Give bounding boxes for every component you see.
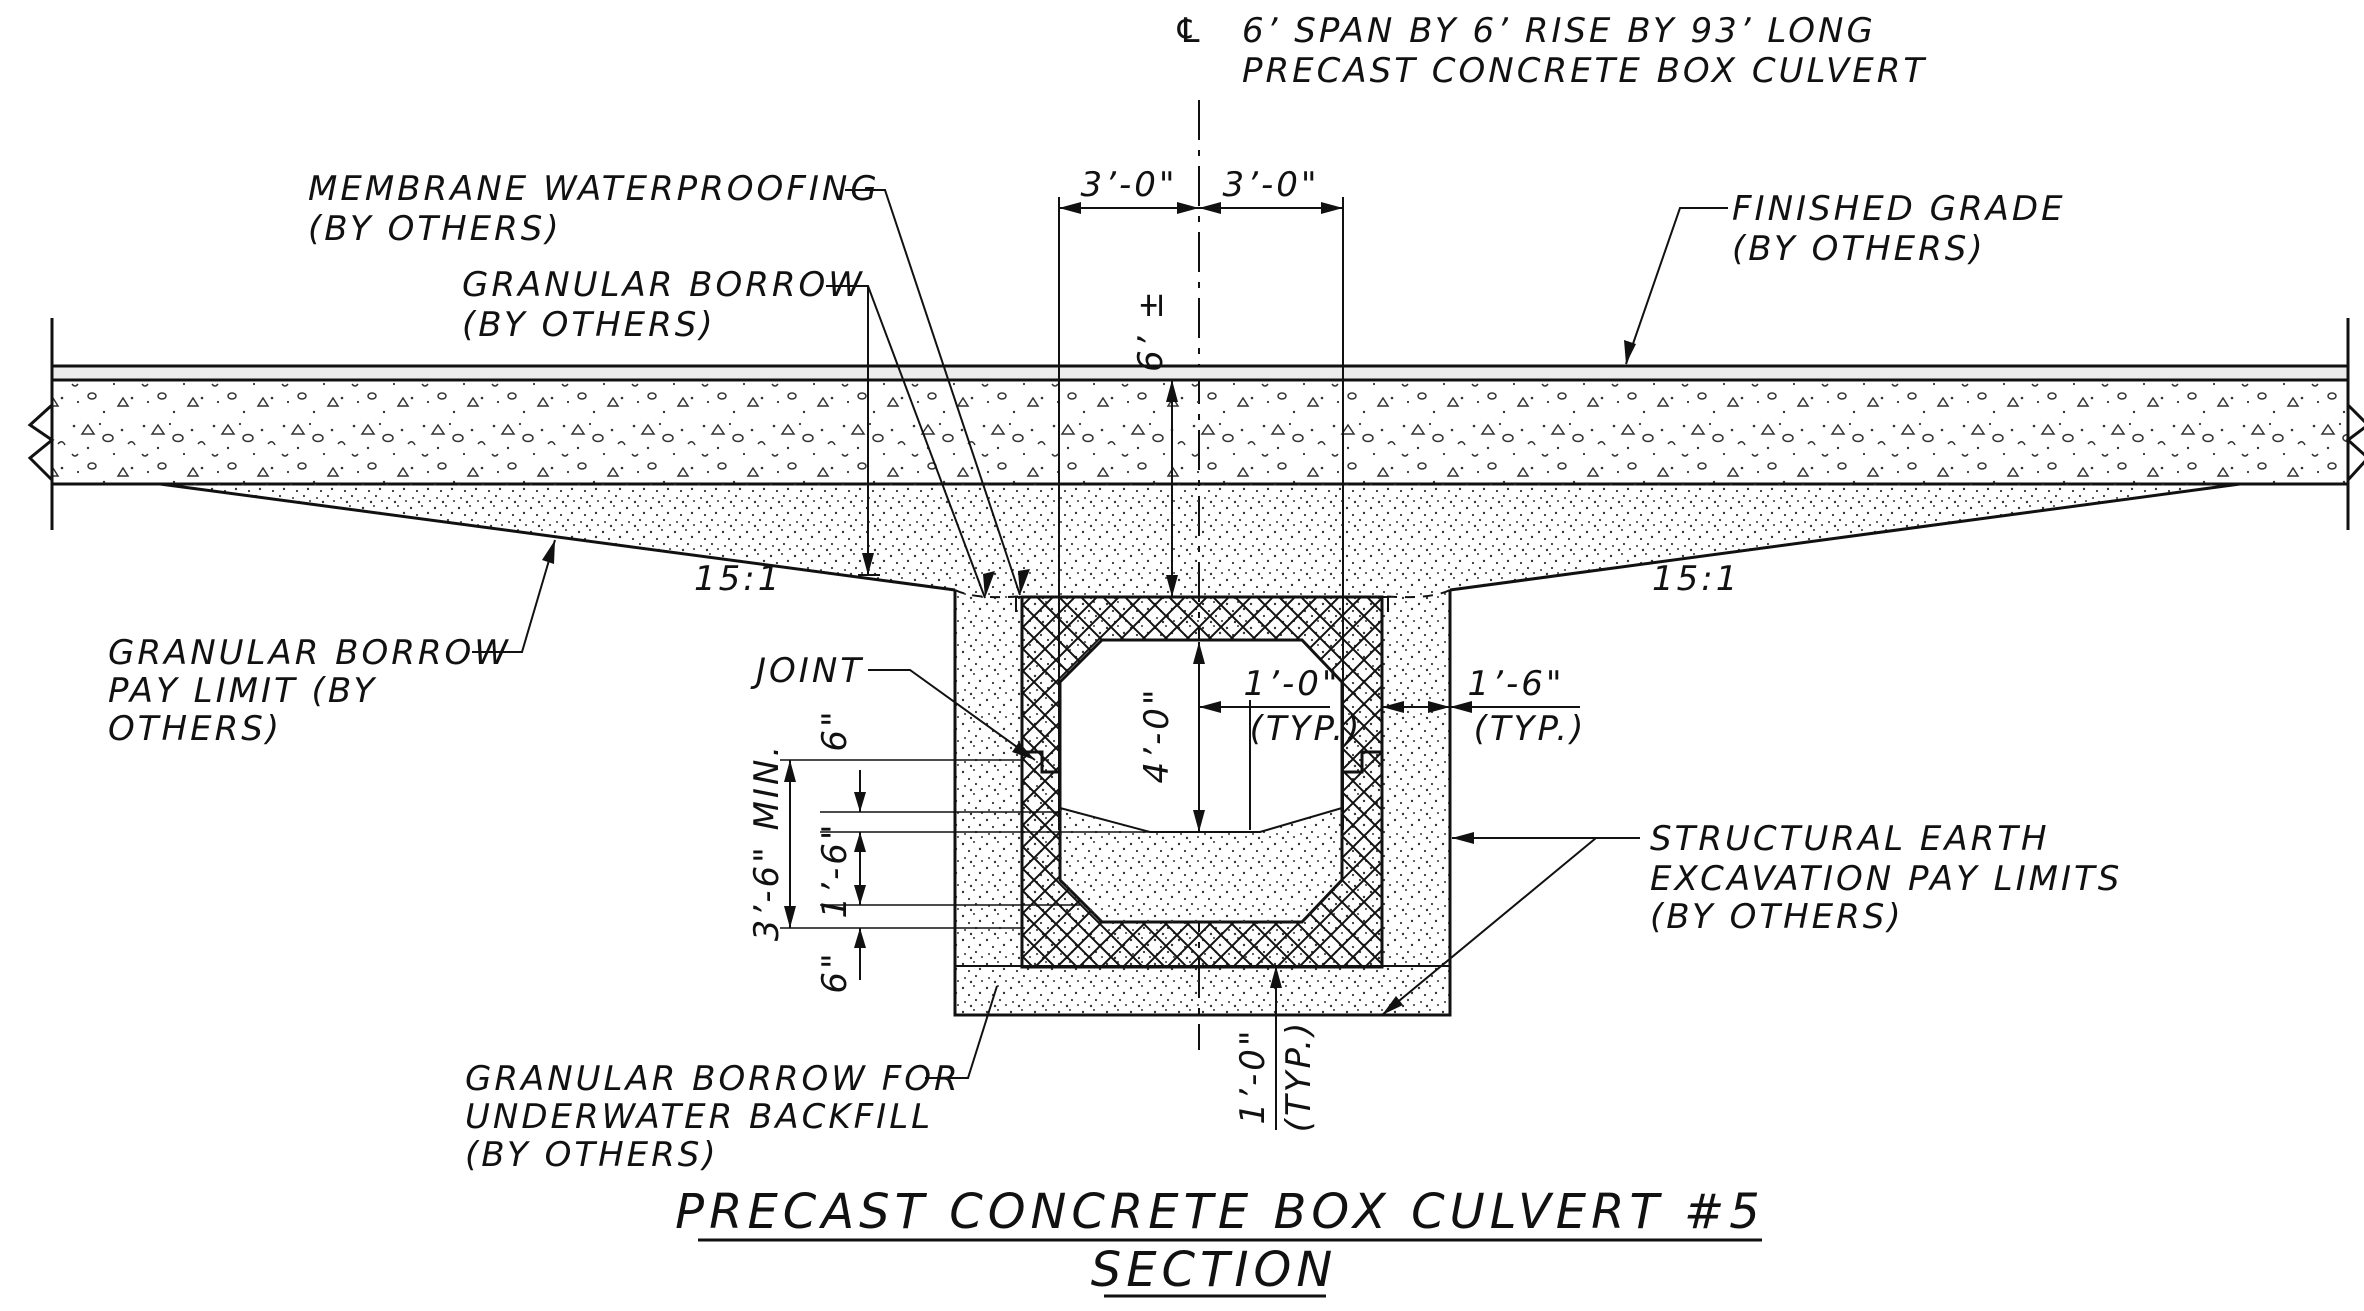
mid-dim: 1’-6" [815,822,855,919]
left-break-symbol [27,403,55,482]
pay-limit-label-line1: GRANULAR BORROW [108,633,511,673]
drawing-title: PRECAST CONCRETE BOX CULVERT #5 [675,1184,1765,1240]
structural-leader-2 [1381,837,1597,1016]
arrow [784,760,796,782]
centerline-symbol: ℄ [1173,11,1206,51]
arrow [1382,996,1403,1015]
arrow [983,571,995,598]
arrow [1382,701,1404,713]
wall-thickness-typ: (TYP.) [1250,709,1363,749]
cover-dim: 6’ ± [1131,288,1171,372]
arrow [854,928,866,948]
arrow [1193,642,1205,664]
arrow [1059,202,1081,214]
arrow [1452,832,1474,844]
excavation-offset-dim: 1’-6" [1468,664,1565,704]
half-span-right-dim: 3’-0" [1223,165,1320,205]
granular-borrow-drop [858,286,880,576]
culvert-bottom-fill [1060,808,1342,922]
slope-left-label: 15:1 [694,559,782,599]
joint-label: JOINT [750,651,864,691]
pavement-base-layer [52,380,2348,484]
culvert-fill-line [1059,807,1343,833]
granular-borrow-label-line1: GRANULAR BORROW [462,265,865,305]
finished-grade-label-line2: (BY OTHERS) [1732,229,1986,269]
drawing-subtitle: SECTION [1091,1242,1337,1298]
bedding-typ: (TYP.) [1279,1020,1319,1133]
finished-grade-leader [1625,207,1728,365]
arrow [1199,701,1221,713]
pay-limit-label-line2: PAY LIMIT (BY [108,671,377,711]
bottom-six-dim: 6" [815,950,855,993]
wall-thickness-dim: 1’-0" [1244,664,1341,704]
arrow [1270,966,1282,988]
slope-right-label: 15:1 [1652,559,1740,599]
culvert-label-line2: PRECAST CONCRETE BOX CULVERT [1242,51,1927,91]
arrow [1018,569,1030,595]
membrane-label-line1: MEMBRANE WATERPROOFING [308,169,880,209]
structural-label-line1: STRUCTURAL EARTH [1650,819,2050,859]
excavation-offset-typ: (TYP.) [1474,709,1587,749]
arrow [862,553,874,575]
finished-grade-label-line1: FINISHED GRADE [1732,189,2066,229]
arrow [1450,701,1472,713]
membrane-label-line2: (BY OTHERS) [308,209,562,249]
arrow [1012,742,1035,760]
joint-leader [868,669,1036,761]
arrow [1193,810,1205,832]
inner-height-dim: 4’-0" [1137,687,1177,784]
excavation-pay-limit [953,590,1452,1017]
structural-label-line2: EXCAVATION PAY LIMITS [1650,859,2122,899]
right-break-symbol [2345,403,2364,482]
arrow [784,906,796,928]
membrane-leader [845,189,1021,596]
pay-limit-slope-left [159,482,956,592]
underwater-label-line1: GRANULAR BORROW FOR [465,1059,961,1099]
arrow [854,885,866,905]
pay-limit-leader [472,539,556,653]
culvert-label-line1: 6’ SPAN BY 6’ RISE BY 93’ LONG [1242,11,1876,51]
arrow [1199,202,1221,214]
half-span-left-dim: 3’-0" [1081,165,1178,205]
arrow [542,540,555,564]
top-six-dim: 6" [815,708,855,751]
granular-borrow-label-line2: (BY OTHERS) [462,305,716,345]
finished-grade-surface [52,366,2348,380]
arrow [1321,202,1343,214]
arrow [854,832,866,852]
arrow [854,792,866,812]
joint-right [1342,750,1382,774]
arrow [1624,340,1636,364]
min-depth-dim: 3’-6" MIN. [747,743,787,941]
bedding-dim: 1’-0" [1233,1028,1273,1125]
underwater-label-line2: UNDERWATER BACKFILL [465,1097,933,1137]
arrow [1166,380,1178,402]
structural-label-line3: (BY OTHERS) [1650,897,1904,937]
pay-limit-slope-right [1449,482,2241,592]
pay-limit-label-line3: OTHERS) [108,709,282,749]
underwater-label-line3: (BY OTHERS) [465,1135,719,1175]
arrow [1428,701,1450,713]
arrow [1177,202,1199,214]
underwater-leader [925,985,998,1079]
joint-left [1022,750,1060,774]
arrow [1166,575,1178,597]
